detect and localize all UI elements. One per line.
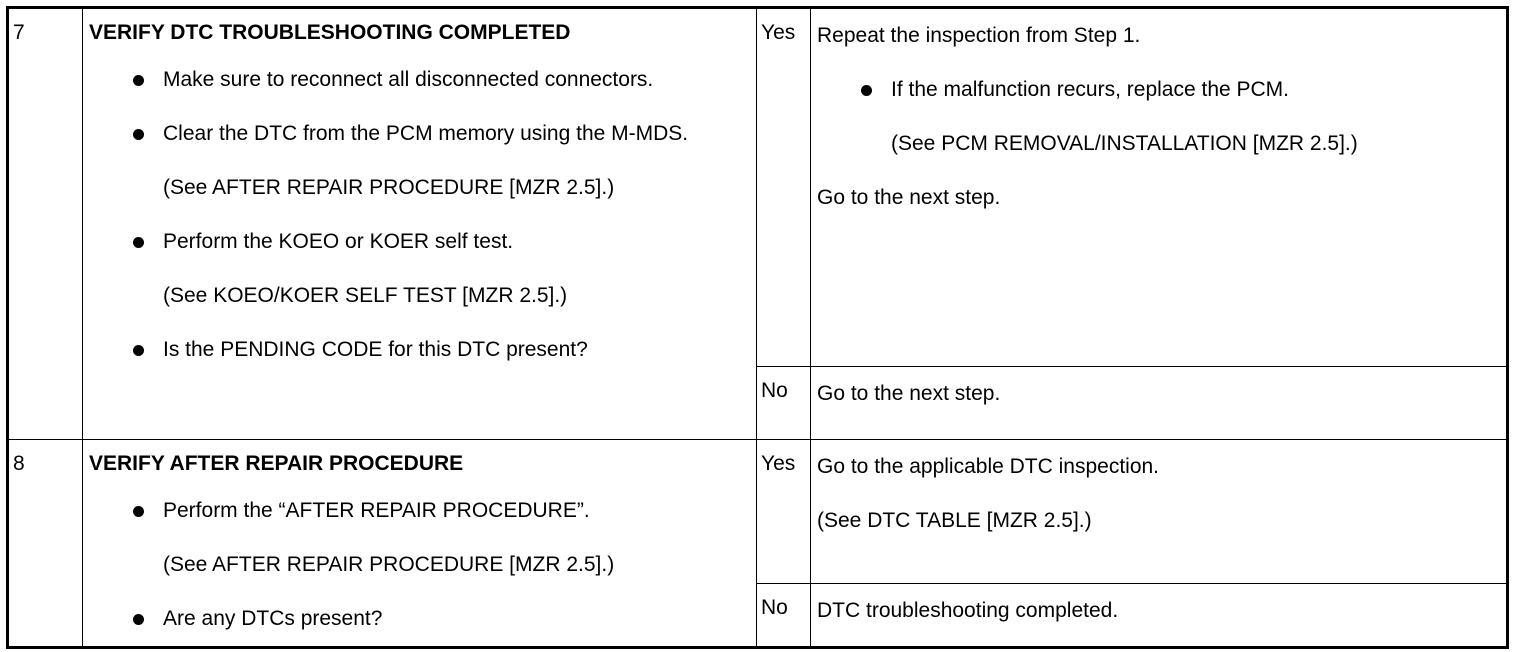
step-7-yes-bullet: If the malfunction recurs, replace the P… xyxy=(817,75,1506,105)
step-8-no-action: DTC troubleshooting completed. xyxy=(810,583,1508,648)
step-7-bullet-clear-dtc: Clear the DTC from the PCM memory using … xyxy=(89,119,756,149)
step-8-bullet-question: Are any DTCs present? xyxy=(89,604,756,634)
step-7-note-after-repair: (See AFTER REPAIR PROCEDURE [MZR 2.5].) xyxy=(163,176,615,199)
bullet-text: Is the PENDING CODE for this DTC present… xyxy=(163,338,588,361)
bullet-text: Are any DTCs present? xyxy=(163,607,383,630)
step-7-yes-line-1: Repeat the inspection from Step 1. xyxy=(817,24,1141,47)
step-number-7: 7 xyxy=(7,7,83,440)
troubleshooting-table: 7 VERIFY DTC TROUBLESHOOTING COMPLETED M… xyxy=(6,6,1509,649)
step-7-yes-row: 7 VERIFY DTC TROUBLESHOOTING COMPLETED M… xyxy=(7,7,1508,440)
step-8-no-row: No DTC troubleshooting completed. xyxy=(8,583,1508,648)
step-8-bullet-perform: Perform the “AFTER REPAIR PROCEDURE”. xyxy=(89,496,756,526)
step-number-8: 8 xyxy=(7,439,83,648)
step-7-no-line-1: Go to the next step. xyxy=(817,382,1001,405)
step-7-yes-note: (See PCM REMOVAL/INSTALLATION [MZR 2.5].… xyxy=(891,132,1358,155)
bullet-dot-icon xyxy=(133,75,144,86)
step-7-yes-action: Repeat the inspection from Step 1. If th… xyxy=(810,7,1508,367)
step-8-inspection: VERIFY AFTER REPAIR PROCEDURE Perform th… xyxy=(82,439,757,648)
bullet-dot-icon xyxy=(133,506,144,517)
step-7-yes-label: Yes xyxy=(756,7,811,367)
step-7-bullet-self-test: Perform the KOEO or KOER self test. xyxy=(89,227,756,257)
step-8-yes-line-2: (See DTC TABLE [MZR 2.5].) xyxy=(817,509,1092,532)
step-7-note-self-test: (See KOEO/KOER SELF TEST [MZR 2.5].) xyxy=(163,284,568,307)
step-8-title: VERIFY AFTER REPAIR PROCEDURE xyxy=(89,452,464,475)
bullet-dot-icon xyxy=(133,614,144,625)
bullet-dot-icon xyxy=(133,237,144,248)
bullet-text: Clear the DTC from the PCM memory using … xyxy=(163,122,689,145)
step-7-no-row: No Go to the next step. xyxy=(8,366,1508,440)
bullet-text: If the malfunction recurs, replace the P… xyxy=(891,78,1290,101)
step-7-inspection: VERIFY DTC TROUBLESHOOTING COMPLETED Mak… xyxy=(82,7,757,440)
bullet-dot-icon xyxy=(861,85,872,96)
step-7-bullet-reconnect: Make sure to reconnect all disconnected … xyxy=(89,65,756,95)
bullet-text: Perform the “AFTER REPAIR PROCEDURE”. xyxy=(163,499,590,522)
step-7-yes-line-2: Go to the next step. xyxy=(817,186,1001,209)
bullet-dot-icon xyxy=(133,129,144,140)
bullet-dot-icon xyxy=(133,345,144,356)
step-8-yes-row: 8 VERIFY AFTER REPAIR PROCEDURE Perform … xyxy=(7,439,1508,648)
step-8-no-label: No xyxy=(756,583,811,648)
step-8-yes-label: Yes xyxy=(756,439,811,584)
step-7-no-label: No xyxy=(756,366,811,440)
step-8-yes-line-1: Go to the applicable DTC inspection. xyxy=(817,455,1160,478)
step-8-yes-action: Go to the applicable DTC inspection. (Se… xyxy=(810,439,1508,584)
step-7-title: VERIFY DTC TROUBLESHOOTING COMPLETED xyxy=(89,21,571,44)
step-7-bullet-question: Is the PENDING CODE for this DTC present… xyxy=(89,335,756,365)
bullet-text: Perform the KOEO or KOER self test. xyxy=(163,230,514,253)
step-8-no-line-1: DTC troubleshooting completed. xyxy=(817,599,1119,622)
step-8-note-after-repair: (See AFTER REPAIR PROCEDURE [MZR 2.5].) xyxy=(163,553,615,576)
step-7-no-action: Go to the next step. xyxy=(810,366,1508,440)
bullet-text: Make sure to reconnect all disconnected … xyxy=(163,68,654,91)
